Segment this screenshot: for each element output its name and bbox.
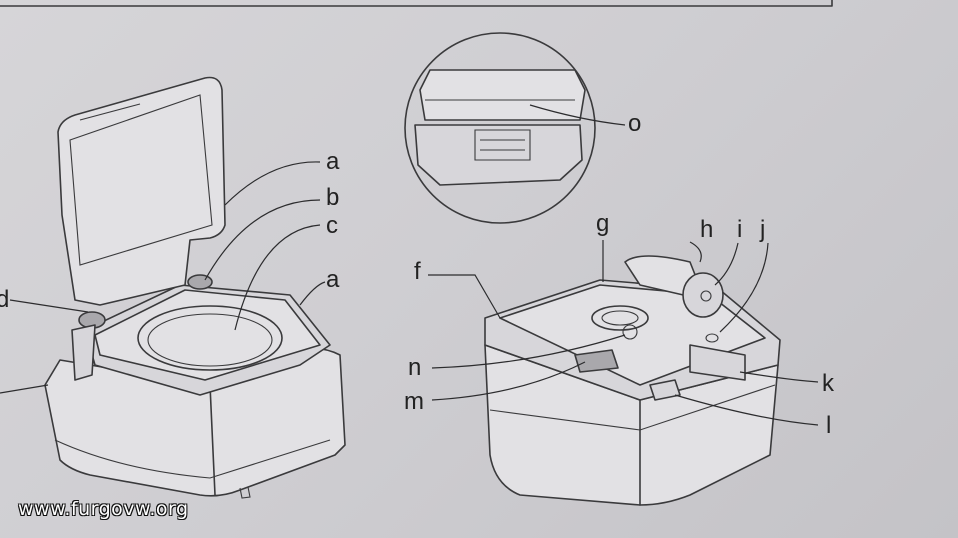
fitting-j: [705, 333, 719, 343]
leader-l: [674, 394, 819, 426]
valve-n: [622, 324, 638, 340]
callout-h: h: [700, 216, 714, 243]
leader-e: [0, 384, 49, 394]
leader-d: [9, 299, 89, 313]
callout-f: f: [414, 258, 421, 285]
callout-o: o: [628, 110, 642, 137]
detail-slot: [474, 129, 531, 161]
pour-spout-inner: [601, 310, 639, 326]
waste-tank: [484, 255, 781, 506]
tank-rim-line: [54, 439, 331, 479]
callout-a-top: a: [326, 148, 340, 175]
leader-c: [234, 224, 321, 331]
seat-opening: [147, 313, 273, 367]
callout-g: g: [596, 210, 610, 237]
leader-k: [739, 371, 819, 383]
lid-handle-slot: [79, 103, 141, 121]
side-bracket: [71, 324, 96, 381]
leader-j: [719, 242, 769, 333]
latch-l: [649, 379, 681, 401]
callout-a-side: a: [326, 266, 340, 293]
leader-lines: [0, 104, 819, 426]
latch-k: [689, 344, 746, 381]
detail-slot-lines: [480, 139, 525, 151]
callout-i: i: [737, 216, 743, 243]
callout-j: j: [760, 216, 766, 243]
detail-lower-block: [414, 124, 583, 186]
callout-b: b: [326, 184, 340, 211]
detail-upper-block: [419, 69, 586, 121]
pour-spout: [591, 305, 649, 331]
leader-a-side: [299, 281, 326, 306]
callout-l: l: [826, 412, 832, 439]
leader-o: [529, 104, 626, 126]
page-border: [0, 0, 833, 7]
leader-h: [689, 241, 702, 263]
leader-f: [428, 274, 501, 319]
cylinder-cap: [682, 272, 724, 318]
tank-foot: [239, 486, 251, 499]
cylinder-center: [700, 290, 712, 302]
leader-n: [431, 334, 626, 369]
callout-d: d: [0, 286, 10, 313]
leader-i: [714, 242, 739, 286]
knob-b: [187, 274, 213, 290]
lid: [57, 76, 226, 306]
callout-m: m: [404, 388, 424, 415]
toilet-open-lid: [44, 76, 346, 499]
detail-circle: [404, 32, 596, 224]
callout-n: n: [408, 354, 422, 381]
label-plate: [574, 349, 619, 373]
leader-m: [431, 361, 586, 401]
leader-a-top: [224, 161, 321, 206]
callout-k: k: [822, 370, 834, 397]
watermark: www.furgovw.org: [18, 498, 189, 520]
detail-circle-outline: [404, 32, 596, 224]
callout-c: c: [326, 212, 338, 239]
tank-edge: [209, 384, 216, 496]
seat-outer-ring: [137, 305, 283, 371]
lid-inner-panel: [69, 94, 213, 266]
leader-b: [204, 199, 321, 281]
